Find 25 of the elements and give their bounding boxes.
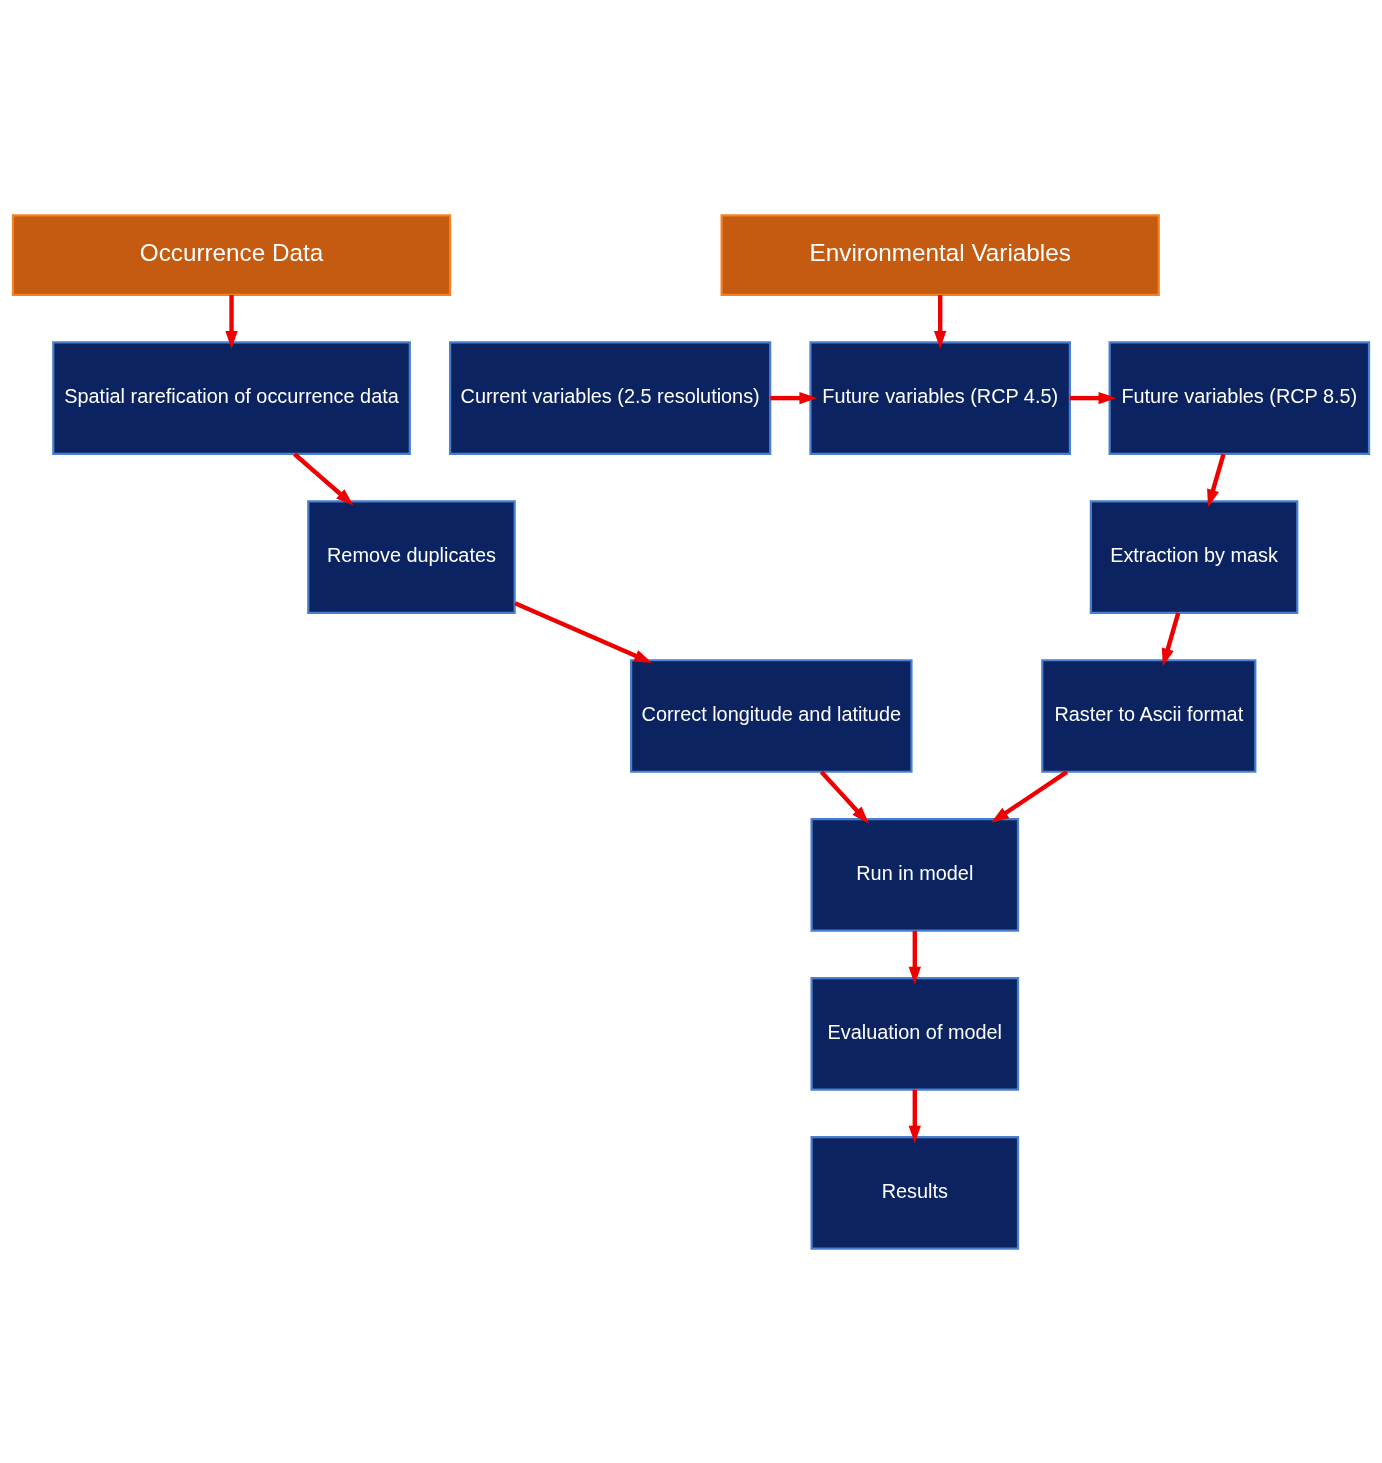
node-box: Evaluation of model (810, 976, 1020, 1091)
arrow (770, 391, 818, 404)
node-box: Extraction by mask (1089, 499, 1299, 614)
node-box: Results (810, 1135, 1020, 1250)
arrow (514, 600, 652, 663)
arrow (819, 769, 869, 824)
node-box: Remove duplicates (307, 499, 516, 614)
node-box: Future variables (RCP 8.5) (1108, 340, 1371, 455)
node-box: Occurrence Data (11, 213, 452, 296)
arrow (1207, 452, 1226, 507)
node-box: Current variables (2.5 resolutions) (449, 340, 772, 455)
arrow (293, 451, 354, 506)
node-box: Future variables (RCP 4.5) (809, 340, 1071, 455)
arrow (934, 294, 947, 349)
arrow (1069, 391, 1117, 404)
node-box: Raster to Ascii format (1041, 658, 1257, 773)
arrow (908, 1089, 921, 1143)
arrow (225, 294, 238, 349)
node-box: Run in model (810, 817, 1020, 932)
arrow (1161, 611, 1181, 666)
arrow (908, 930, 921, 984)
node-box: Environmental Variables (720, 213, 1160, 296)
node-box: Spatial rarefication of occurrence data (52, 340, 411, 455)
node-box: Correct longitude and latitude (630, 658, 913, 773)
arrow (991, 769, 1069, 823)
